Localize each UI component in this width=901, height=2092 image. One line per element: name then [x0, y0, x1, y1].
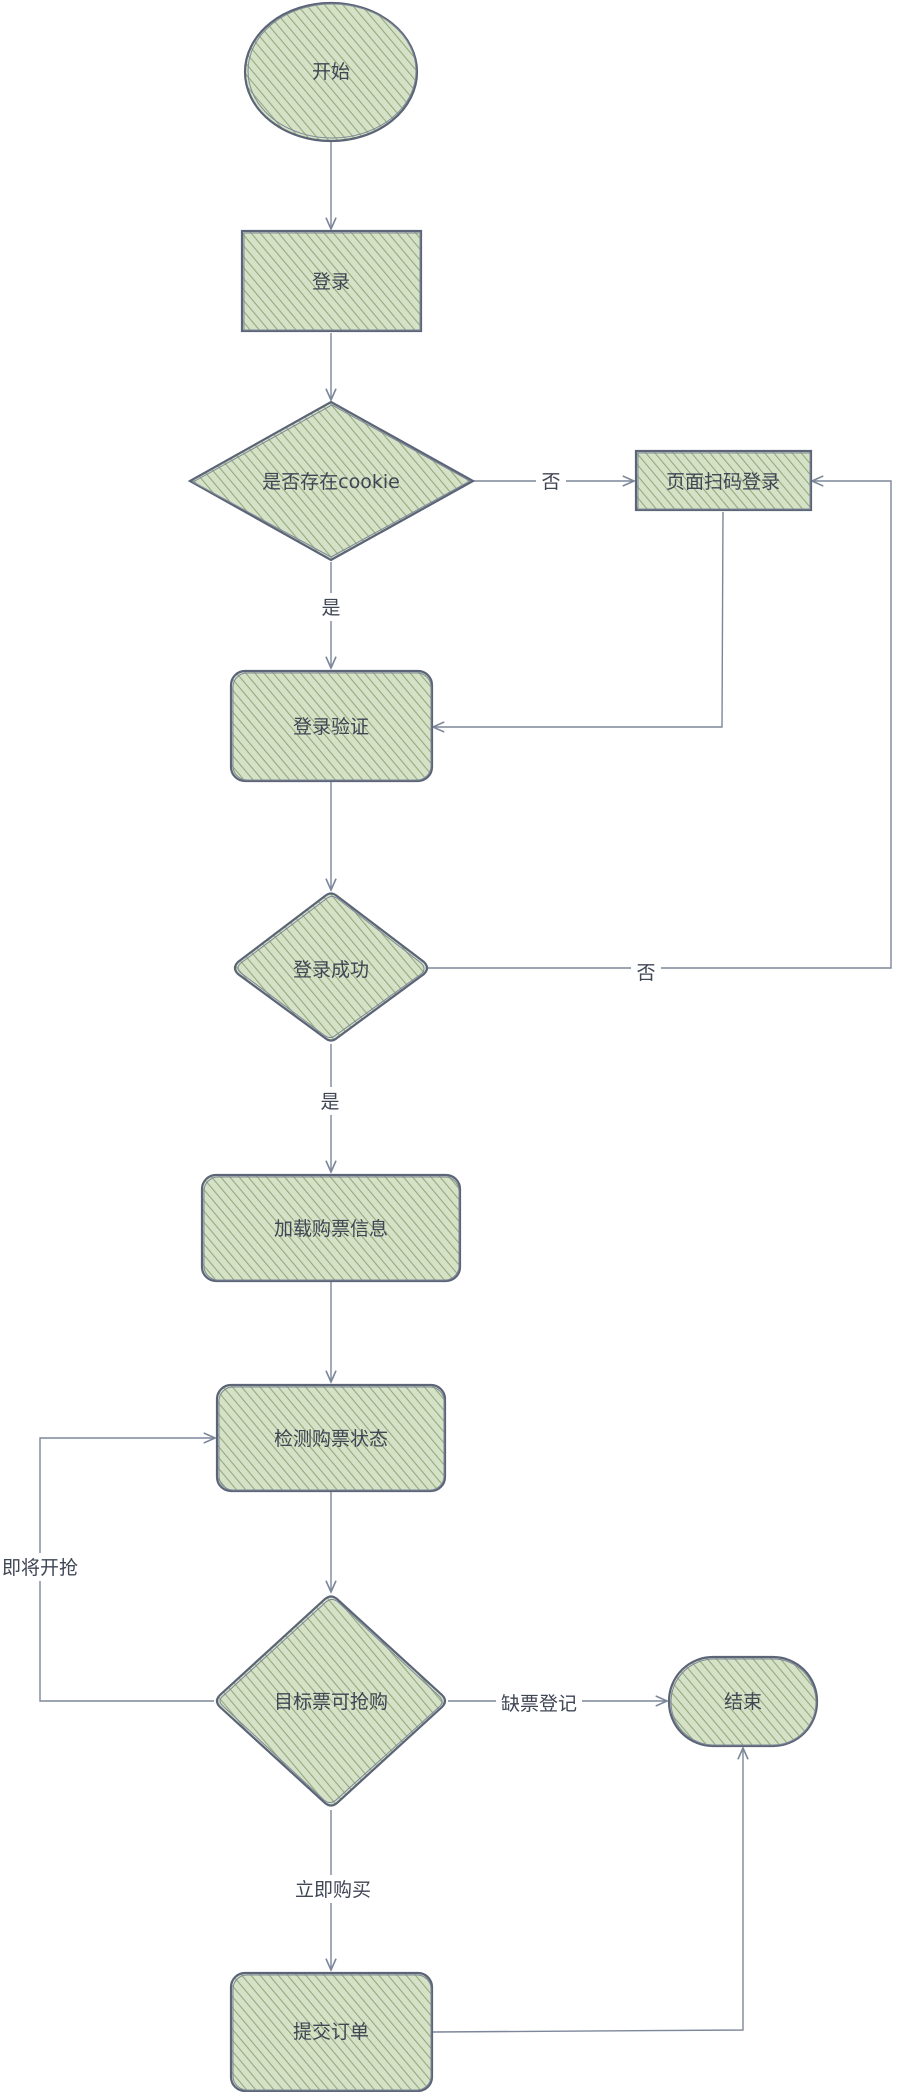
- edge-label-cookie-yes: 是: [321, 597, 340, 619]
- node-scan-login: 页面扫码登录: [634, 449, 813, 512]
- node-end-label: 结束: [724, 1691, 762, 1713]
- node-check-ticket-status: 检测购票状态: [215, 1383, 447, 1493]
- node-ticket-available-label: 目标票可抢购: [274, 1691, 388, 1713]
- node-login-success-label: 登录成功: [293, 959, 369, 981]
- edge-label-coming-soon: 即将开抢: [2, 1557, 78, 1579]
- edges: [39, 142, 892, 2033]
- node-load-ticket-info-label: 加载购票信息: [274, 1218, 388, 1240]
- node-ticket-available: 目标票可抢购: [215, 1595, 447, 1807]
- node-load-ticket-info: 加载购票信息: [200, 1173, 462, 1283]
- node-submit-order: 提交订单: [229, 1971, 434, 2092]
- node-start-label: 开始: [312, 61, 350, 83]
- nodes: 开始 登录 是否存在cookie 页面扫码登录 登录验证: [187, 1, 819, 2092]
- node-submit-order-label: 提交订单: [293, 2021, 369, 2043]
- edge-label-success-no: 否: [636, 962, 655, 984]
- node-login-label: 登录: [312, 271, 350, 293]
- edge-scan-login-to-login-verify: [433, 511, 724, 727]
- edge-label-success-yes: 是: [320, 1091, 339, 1113]
- node-login-success: 登录成功: [233, 892, 429, 1042]
- node-cookie-check: 是否存在cookie: [187, 400, 476, 562]
- edge-label-out-of-stock: 缺票登记: [501, 1693, 577, 1715]
- edge-label-cookie-no: 否: [541, 471, 560, 493]
- node-login: 登录: [240, 229, 423, 333]
- node-start: 开始: [243, 1, 419, 143]
- node-end: 结束: [667, 1655, 819, 1748]
- edge-label-buy-now: 立即购买: [295, 1879, 371, 1901]
- node-cookie-check-label: 是否存在cookie: [262, 471, 400, 493]
- node-login-verify: 登录验证: [229, 669, 434, 783]
- node-check-ticket-status-label: 检测购票状态: [274, 1428, 388, 1450]
- edge-submit-to-end: [432, 1748, 743, 2033]
- edge-success-no-to-scan-login: [428, 481, 892, 969]
- node-login-verify-label: 登录验证: [293, 716, 369, 738]
- node-scan-login-label: 页面扫码登录: [666, 471, 780, 493]
- edge-labels: 否 是 否 是 即将开抢 缺票登记 立即购买: [0, 467, 661, 1903]
